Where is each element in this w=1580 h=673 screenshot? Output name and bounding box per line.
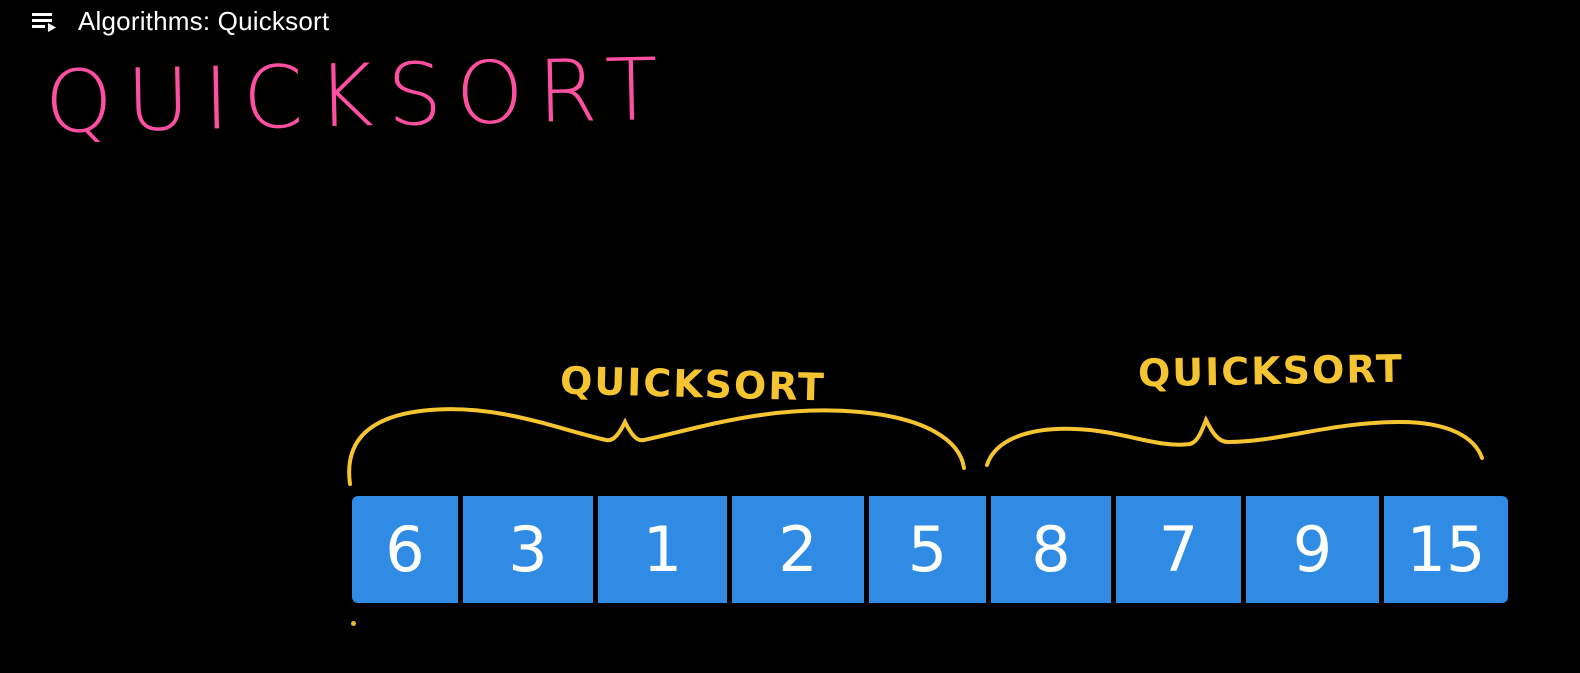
array-cell: 7 bbox=[1111, 496, 1241, 603]
right-curly-brace bbox=[985, 415, 1484, 467]
array-cell: 9 bbox=[1241, 496, 1379, 603]
array-bar: 6 3 1 2 5 8 7 9 15 bbox=[352, 496, 1508, 603]
array-cell: 2 bbox=[727, 496, 864, 603]
array-cell: 8 bbox=[986, 496, 1111, 603]
array-cell: 6 bbox=[385, 513, 425, 586]
video-title-bar: Algorithms: Quicksort bbox=[30, 4, 329, 38]
video-title[interactable]: Algorithms: Quicksort bbox=[78, 5, 330, 36]
array-cell: 1 bbox=[593, 496, 727, 603]
playlist-icon[interactable] bbox=[30, 9, 60, 33]
array-cell: 15 bbox=[1379, 496, 1508, 603]
pen-dot bbox=[351, 621, 356, 626]
brace-label-right: QUICKSORT bbox=[1137, 346, 1405, 396]
brace-label-left: QUICKSORT bbox=[559, 358, 827, 410]
handwritten-heading: QUICKSORT bbox=[43, 39, 673, 153]
left-curly-brace bbox=[347, 407, 966, 486]
array-cell: 5 bbox=[864, 496, 986, 603]
array-cell: 3 bbox=[458, 496, 593, 603]
